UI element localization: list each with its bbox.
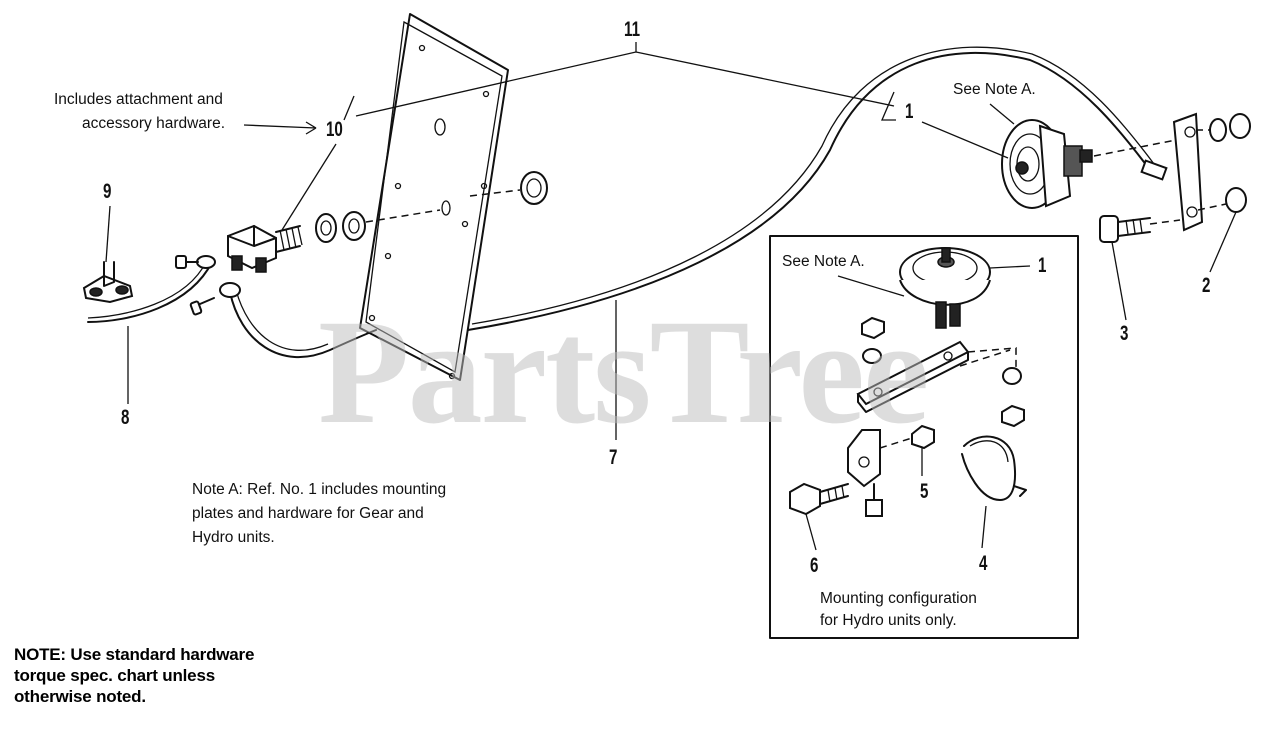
callout-1-top: 1	[905, 100, 914, 123]
callout-3: 3	[1120, 322, 1129, 345]
note-a-line-1: Note A: Ref. No. 1 includes mounting	[192, 481, 447, 498]
callout-11: 11	[624, 18, 640, 41]
callout-7: 7	[609, 446, 618, 469]
callout-10: 10	[326, 118, 343, 141]
hydro-config-box	[769, 235, 1079, 639]
see-note-a-box: See Note A.	[782, 253, 865, 270]
wire-clip-9	[82, 261, 134, 304]
torque-note: NOTE: Use standard hardware torque spec.…	[14, 644, 254, 707]
leader-lines	[105, 42, 1237, 551]
horn-switch-10	[227, 171, 548, 273]
torque-note-line-1: NOTE: Use standard hardware	[14, 645, 255, 664]
includes-hardware-text-2: accessory hardware.	[82, 115, 226, 132]
torque-note-line-2: torque spec. chart unless	[14, 666, 215, 685]
horn-assembly-1	[1001, 119, 1177, 209]
callout-8: 8	[121, 406, 130, 429]
terminals-and-screws	[175, 255, 241, 316]
see-note-a-top: See Note A.	[953, 81, 1036, 98]
mounting-config-line-1: Mounting configuration	[820, 590, 977, 607]
bolt-3	[1099, 215, 1181, 243]
callout-4: 4	[979, 552, 988, 575]
callout-1-box: 1	[1038, 254, 1047, 277]
mounting-config-line-2: for Hydro units only.	[820, 612, 957, 629]
mounting-panel	[359, 13, 509, 381]
ground-wire-8	[87, 261, 377, 359]
torque-note-line-3: otherwise noted.	[14, 687, 146, 706]
callout-6: 6	[810, 554, 819, 577]
note-a-line-3: Hydro units.	[192, 529, 275, 546]
includes-hardware-text: Includes attachment and	[54, 91, 223, 108]
callout-9: 9	[103, 180, 112, 203]
mounting-bracket	[1172, 112, 1251, 232]
callout-2: 2	[1202, 274, 1211, 297]
wire-harness-7	[467, 46, 1168, 331]
note-a-line-2: plates and hardware for Gear and	[192, 505, 424, 522]
callout-5: 5	[920, 480, 929, 503]
